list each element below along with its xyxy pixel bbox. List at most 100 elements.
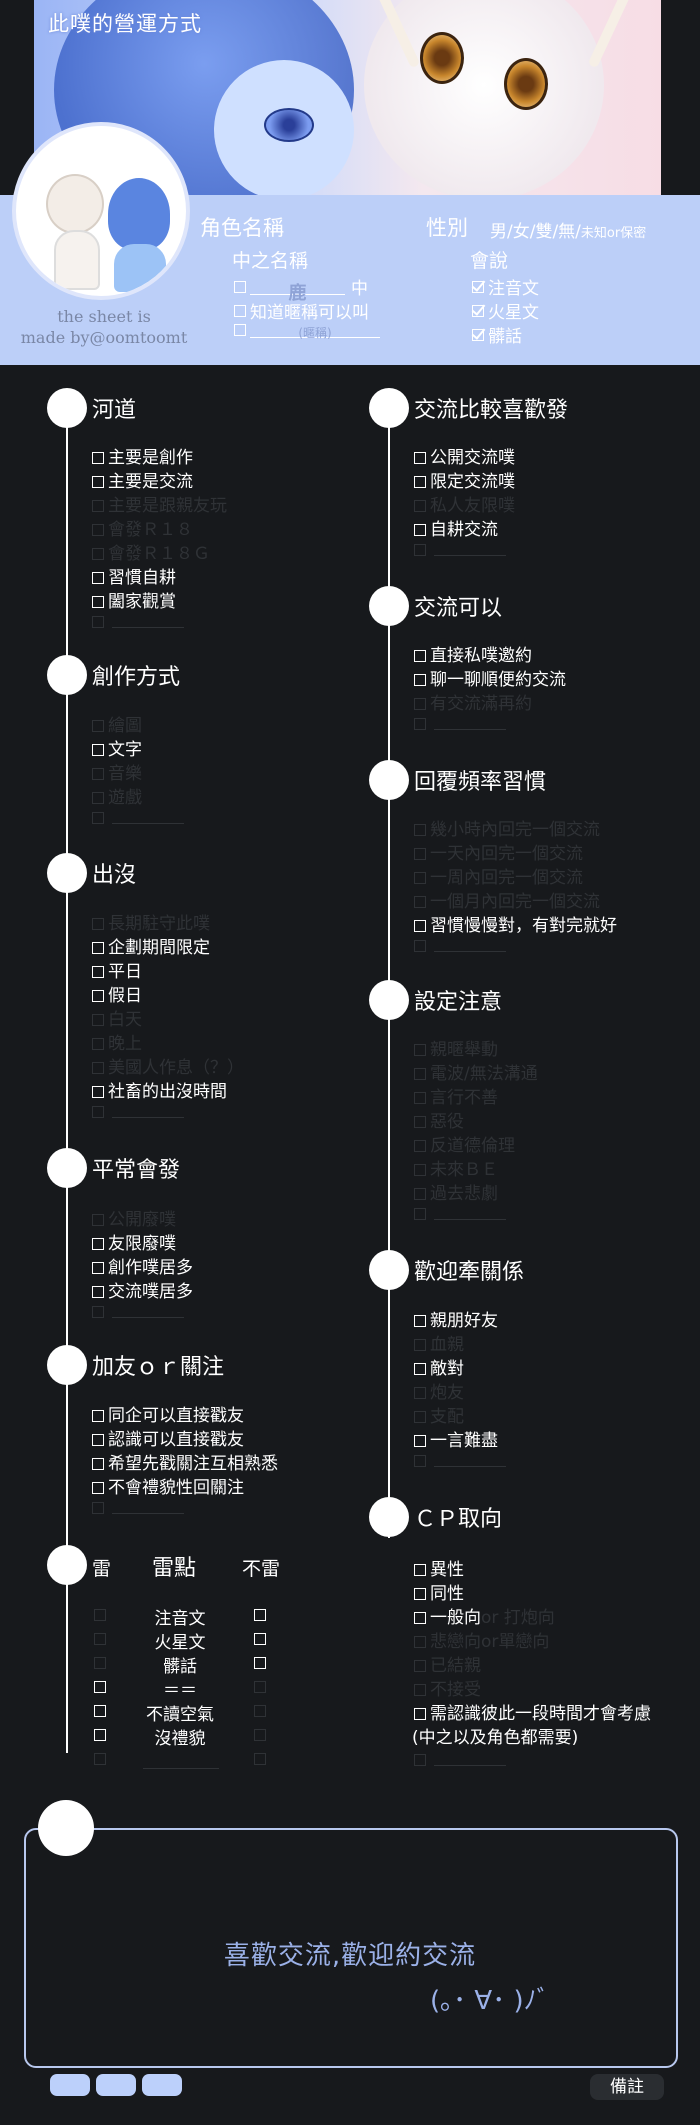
checked-checkbox[interactable] <box>472 280 484 293</box>
option-item[interactable]: 一個月內回完一個交流 <box>414 892 600 912</box>
blank-option[interactable] <box>414 718 506 730</box>
option-item[interactable]: 創作噗居多 <box>92 1258 193 1278</box>
option-item[interactable]: 認識可以直接戳友 <box>92 1430 244 1450</box>
language-option[interactable]: 注音文 <box>472 274 539 299</box>
option-item[interactable]: 希望先戳關注互相熟悉 <box>92 1454 278 1474</box>
checkbox[interactable] <box>414 1612 426 1624</box>
option-item[interactable]: 美國人作息（？） <box>92 1058 244 1078</box>
blank-option[interactable] <box>92 616 184 628</box>
checkbox[interactable] <box>414 1339 426 1351</box>
option-item[interactable]: 同企可以直接戳友 <box>92 1406 244 1426</box>
option-item[interactable]: 異性 <box>414 1560 464 1580</box>
remark-button[interactable]: 備註 <box>590 2074 664 2100</box>
checkbox[interactable] <box>92 548 104 560</box>
option-item[interactable]: 會發Ｒ１８Ｇ <box>92 544 210 564</box>
checkbox[interactable] <box>92 990 104 1002</box>
checked-checkbox[interactable] <box>472 304 484 317</box>
option-item[interactable]: 友限廢噗 <box>92 1234 176 1254</box>
checkbox[interactable] <box>234 280 246 293</box>
checkbox[interactable] <box>92 1062 104 1074</box>
checkbox[interactable] <box>414 1068 426 1080</box>
option-item[interactable]: 晚上 <box>92 1034 142 1054</box>
option-item[interactable]: 交流噗居多 <box>92 1282 193 1302</box>
option-item[interactable]: 親朋好友 <box>414 1311 498 1331</box>
checkbox[interactable] <box>414 1660 426 1672</box>
checkbox[interactable] <box>92 452 104 464</box>
option-item[interactable]: 社畜的出沒時間 <box>92 1082 227 1102</box>
option-item[interactable]: 公開廢噗 <box>92 1210 176 1230</box>
tab-pill[interactable] <box>142 2074 182 2096</box>
thunder-left-checkbox[interactable] <box>94 1609 106 1621</box>
checkbox[interactable] <box>414 476 426 488</box>
blank-option[interactable] <box>414 544 506 556</box>
option-item[interactable]: 自耕交流 <box>414 520 498 540</box>
checkbox[interactable] <box>414 1435 426 1447</box>
option-item[interactable]: 文字 <box>92 740 142 760</box>
checkbox[interactable] <box>414 1092 426 1104</box>
checkbox[interactable] <box>414 544 426 556</box>
thunder-right-checkbox[interactable] <box>254 1729 266 1741</box>
option-item[interactable]: 悲戀向or單戀向 <box>414 1632 549 1652</box>
option-item[interactable]: 平日 <box>92 962 142 982</box>
checkbox[interactable] <box>414 1754 426 1766</box>
checkbox[interactable] <box>92 1410 104 1422</box>
checkbox[interactable] <box>92 918 104 930</box>
option-item[interactable]: 已結親 <box>414 1656 481 1676</box>
mid-name-field[interactable]: 鹿 中 <box>234 274 368 304</box>
blank-option[interactable] <box>414 1754 506 1766</box>
option-item[interactable]: 支配 <box>414 1407 464 1427</box>
checkbox[interactable] <box>414 1684 426 1696</box>
checkbox[interactable] <box>414 1588 426 1600</box>
option-item[interactable]: 遊戲 <box>92 788 142 808</box>
option-item[interactable]: 言行不善 <box>414 1088 498 1108</box>
nickname-ok-option[interactable]: 知道暱稱可以叫 <box>234 298 369 323</box>
checkbox[interactable] <box>92 1434 104 1446</box>
checkbox[interactable] <box>92 942 104 954</box>
checkbox[interactable] <box>414 1044 426 1056</box>
checkbox[interactable] <box>92 1262 104 1274</box>
option-item[interactable]: 音樂 <box>92 764 142 784</box>
checkbox[interactable] <box>234 324 246 336</box>
checkbox[interactable] <box>414 1564 426 1576</box>
thunder-right-checkbox[interactable] <box>254 1633 266 1645</box>
checkbox[interactable] <box>92 1038 104 1050</box>
option-item[interactable]: 血親 <box>414 1335 464 1355</box>
checkbox[interactable] <box>92 768 104 780</box>
checkbox[interactable] <box>414 1363 426 1375</box>
checkbox[interactable] <box>92 1458 104 1470</box>
thunder-left-checkbox[interactable] <box>94 1705 106 1717</box>
option-item[interactable]: 主要是交流 <box>92 472 193 492</box>
checkbox[interactable] <box>414 1455 426 1467</box>
option-item[interactable]: 反道德倫理 <box>414 1136 515 1156</box>
language-option[interactable]: 火星文 <box>472 298 539 323</box>
checkbox[interactable] <box>414 650 426 662</box>
option-item[interactable]: 有交流滿再約 <box>414 694 532 714</box>
thunder-right-checkbox[interactable] <box>254 1753 266 1765</box>
checkbox[interactable] <box>234 304 246 317</box>
option-item[interactable]: 主要是跟親友玩 <box>92 496 227 516</box>
checkbox[interactable] <box>414 896 426 908</box>
checkbox[interactable] <box>414 698 426 710</box>
option-item[interactable]: 假日 <box>92 986 142 1006</box>
option-item[interactable]: 主要是創作 <box>92 448 193 468</box>
nickname-field[interactable]: (暱稱) <box>234 322 380 340</box>
thunder-right-checkbox[interactable] <box>254 1705 266 1717</box>
thunder-right-checkbox[interactable] <box>254 1609 266 1621</box>
option-item[interactable]: 企劃期間限定 <box>92 938 210 958</box>
thunder-left-checkbox[interactable] <box>94 1633 106 1645</box>
option-item[interactable]: 不會禮貌性回關注 <box>92 1478 244 1498</box>
option-item[interactable]: 闔家觀賞 <box>92 592 176 612</box>
option-item[interactable]: 一周內回完一個交流 <box>414 868 583 888</box>
checkbox[interactable] <box>92 1214 104 1226</box>
option-item[interactable]: 過去悲劇 <box>414 1184 498 1204</box>
blank-option[interactable] <box>92 1106 184 1118</box>
checkbox[interactable] <box>414 674 426 686</box>
checkbox[interactable] <box>414 1140 426 1152</box>
checkbox[interactable] <box>414 718 426 730</box>
checkbox[interactable] <box>92 966 104 978</box>
blank-option[interactable] <box>92 812 184 824</box>
checkbox[interactable] <box>92 1086 104 1098</box>
checkbox[interactable] <box>92 1014 104 1026</box>
checked-checkbox[interactable] <box>472 328 484 341</box>
